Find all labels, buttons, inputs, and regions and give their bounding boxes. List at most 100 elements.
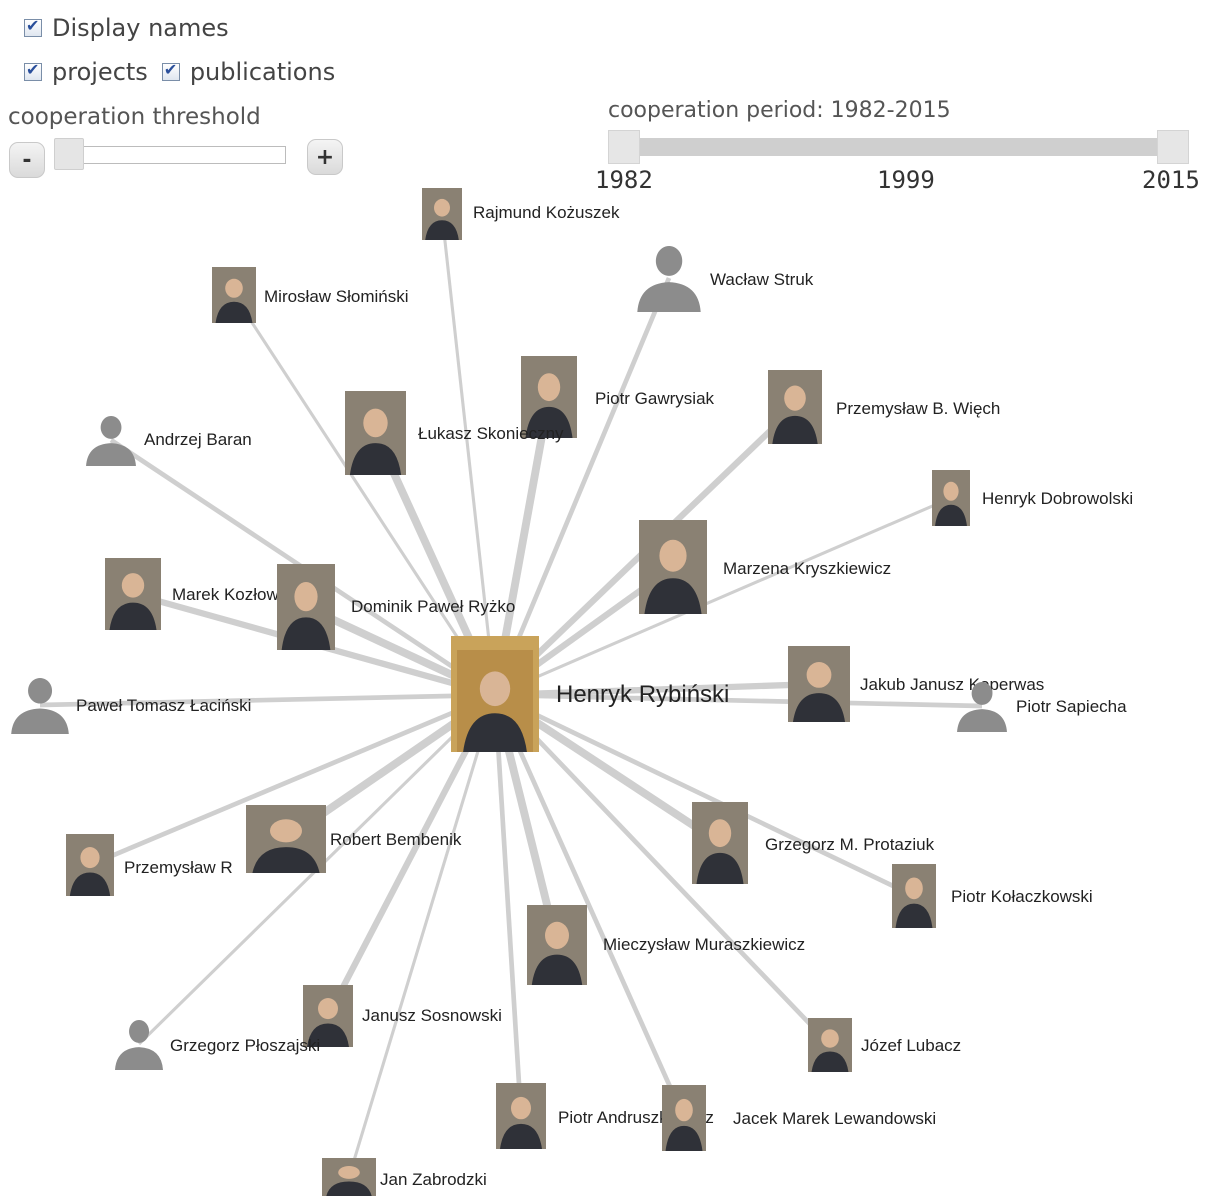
period-end-handle[interactable] [1157, 130, 1189, 164]
projects-checkbox[interactable] [24, 60, 42, 81]
node-label: Grzegorz Płoszajski [170, 1036, 320, 1055]
user-silhouette-icon [86, 416, 136, 466]
edge-piotr-kolaczkowski [493, 692, 916, 899]
display-names-row: Display names [24, 14, 229, 42]
node-label: Przemysław B. Więch [836, 399, 1000, 418]
portrait-face [821, 1029, 839, 1048]
node-grzegorz-m-protaziuk[interactable]: Grzegorz M. Protaziuk [692, 802, 935, 884]
edge-miroslaw-slominski [232, 294, 497, 696]
portrait-body [792, 693, 846, 722]
portrait-face [363, 408, 388, 438]
portrait-body [644, 578, 702, 614]
display-names-checkbox[interactable] [24, 16, 42, 37]
node-jozef-lubacz[interactable]: Józef Lubacz [808, 1018, 961, 1072]
threshold-plus-button[interactable]: + [307, 139, 343, 175]
edge-pawel-tomasz-lacinski [39, 692, 496, 708]
node-przemyslaw-r[interactable]: Przemysław R [66, 834, 233, 896]
portrait-body [811, 1051, 849, 1072]
portrait-body [665, 1125, 703, 1151]
period-slider-track[interactable] [620, 138, 1176, 156]
node-label: Piotr Gawrysiak [595, 389, 715, 408]
node-miroslaw-slominski[interactable]: Mirosław Słomiński [212, 267, 409, 323]
portrait-body [772, 415, 818, 444]
node-przemyslaw-b-wiech[interactable]: Przemysław B. Więch [768, 370, 1000, 444]
portrait-body [215, 301, 253, 323]
edge-piotr-sapiecha [494, 692, 983, 709]
edge-jan-zabrodzki [347, 694, 497, 1178]
center-node[interactable]: Henryk Rybiński [451, 636, 729, 752]
node-label: Piotr Kołaczkowski [951, 887, 1093, 906]
node-grzegorz-ploszajski[interactable]: Grzegorz Płoszajski [115, 1020, 320, 1070]
portrait-face [537, 373, 561, 402]
period-tick-mid: 1999 [877, 166, 935, 194]
period-tick-end: 2015 [1142, 166, 1200, 194]
node-label: Robert Bembenik [330, 830, 462, 849]
node-marzena-kryszkiewicz[interactable]: Marzena Kryszkiewicz [639, 520, 891, 614]
node-pawel-tomasz-lacinski[interactable]: Paweł Tomasz Łaciński [11, 678, 251, 734]
node-label: Wacław Struk [710, 270, 814, 289]
portrait-body [696, 852, 744, 884]
portrait-face [338, 1165, 360, 1179]
node-dominik-pawel-ryzko[interactable]: Dominik Paweł Ryżko [277, 564, 515, 650]
node-label: Marek Kozłowski [172, 585, 300, 604]
threshold-minus-button[interactable]: - [9, 142, 45, 178]
node-rajmund-kozuszek[interactable]: Rajmund Kożuszek [422, 188, 620, 240]
portrait-face [806, 661, 832, 688]
node-label: Grzegorz M. Protaziuk [765, 835, 935, 854]
portrait-face [318, 998, 338, 1020]
publications-checkbox[interactable] [161, 60, 180, 81]
portrait-face [121, 573, 145, 598]
threshold-slider-handle[interactable] [54, 138, 84, 170]
portrait-face [545, 921, 569, 950]
portrait-body [349, 443, 402, 475]
center-label: Henryk Rybiński [556, 681, 729, 708]
node-label: Przemysław R [124, 858, 233, 877]
node-piotr-gawrysiak[interactable]: Piotr Gawrysiak [521, 356, 715, 438]
user-silhouette-icon [637, 246, 701, 312]
node-label: Piotr Sapiecha [1016, 697, 1127, 716]
portrait-face [675, 1098, 693, 1122]
portrait-face [943, 481, 959, 501]
node-andrzej-baran[interactable]: Andrzej Baran [86, 416, 252, 466]
period-label: cooperation period: 1982-2015 [608, 98, 951, 123]
node-lukasz-skonieczny[interactable]: Łukasz Skonieczny [345, 391, 564, 475]
node-henryk-dobrowolski[interactable]: Henryk Dobrowolski [932, 470, 1133, 526]
portrait-face [225, 278, 243, 298]
node-mieczyslaw-muraszkiewicz[interactable]: Mieczysław Muraszkiewicz [527, 905, 805, 985]
portrait-body [109, 602, 157, 630]
user-silhouette-icon [11, 678, 69, 734]
node-jacek-marek-lewandowski[interactable]: Jacek Marek Lewandowski [662, 1085, 936, 1151]
projects-label: projects [52, 58, 148, 86]
node-jan-zabrodzki[interactable]: Jan Zabrodzki [322, 1158, 487, 1196]
node-piotr-kolaczkowski[interactable]: Piotr Kołaczkowski [892, 864, 1093, 928]
portrait-body [252, 847, 320, 873]
node-jakub-janusz-koperwas[interactable]: Jakub Janusz Koperwas [788, 646, 1044, 722]
edge-piotr-andruszkiewicz [492, 694, 524, 1117]
node-marek-kozlowski[interactable]: Marek Kozłowski [105, 558, 300, 630]
portrait-body [425, 220, 459, 240]
user-silhouette-icon [957, 682, 1007, 732]
node-label: Jan Zabrodzki [380, 1170, 487, 1189]
node-janusz-sosnowski[interactable]: Janusz Sosnowski [303, 985, 502, 1047]
filter-row: projects publications [24, 58, 335, 86]
node-label: Rajmund Kożuszek [473, 203, 620, 222]
user-silhouette-icon [115, 1020, 163, 1070]
period-tick-start: 1982 [595, 166, 653, 194]
portrait-face [708, 819, 732, 848]
portrait-body [935, 504, 967, 526]
node-label: Henryk Dobrowolski [982, 489, 1133, 508]
node-waclaw-struk[interactable]: Wacław Struk [637, 246, 814, 312]
node-robert-bembenik[interactable]: Robert Bembenik [246, 805, 462, 873]
node-label: Mieczysław Muraszkiewicz [603, 935, 805, 954]
node-piotr-sapiecha[interactable]: Piotr Sapiecha [957, 682, 1127, 732]
portrait-body [895, 903, 933, 928]
edge-rajmund-kozuszek [440, 213, 497, 696]
edge-jacek-marek-lewandowski [492, 694, 687, 1119]
node-label: Jakub Janusz Koperwas [860, 675, 1044, 694]
portrait-face [80, 847, 100, 869]
portrait-face [659, 539, 687, 572]
portrait-face [294, 582, 318, 612]
node-label: Marzena Kryszkiewicz [723, 559, 891, 578]
period-start-handle[interactable] [608, 130, 640, 164]
